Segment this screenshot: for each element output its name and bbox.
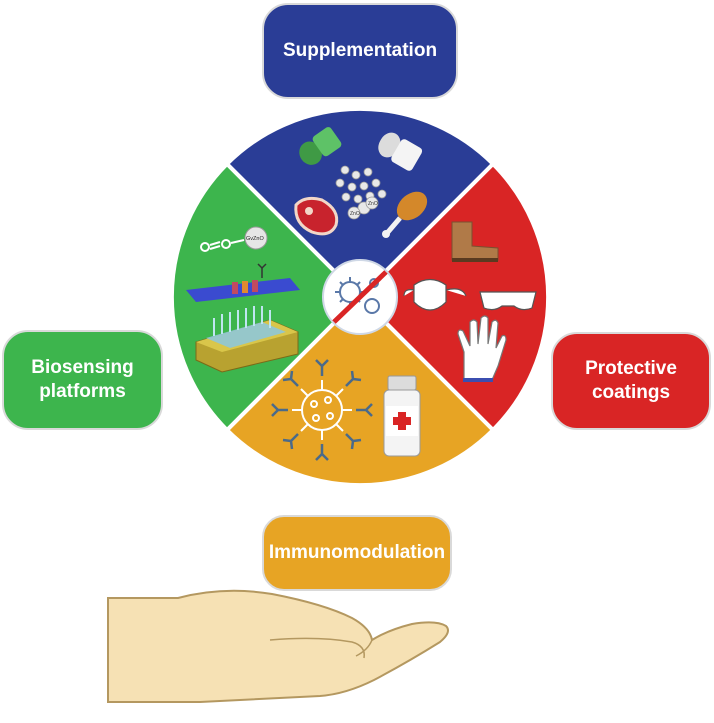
immunomodulation-label-box: Immunomodulation: [262, 515, 452, 591]
immunomodulation-label: Immunomodulation: [268, 542, 446, 564]
chicken-leg-icon: [382, 191, 428, 238]
protective-coatings-label: Protective coatings: [585, 358, 677, 403]
pill-label-b: ZnO: [368, 201, 378, 207]
quadrant-protective: [357, 161, 551, 433]
pill-label-a: ZnO: [350, 211, 360, 217]
virus-antibody-icon: [271, 359, 373, 461]
glove-icon: [457, 315, 507, 382]
quadrant-supplementation: [224, 106, 496, 300]
molecule-label: GvZnO: [246, 236, 264, 242]
biosensing-platforms-label-box: Biosensing platforms: [2, 330, 163, 430]
meat-icon: [294, 196, 339, 236]
protective-coatings-label-box: Protective coatings: [551, 332, 711, 430]
biosensing-platforms-label: Biosensing platforms: [31, 357, 134, 402]
supplementation-label: Supplementation: [282, 40, 438, 62]
face-mask-icon: [403, 278, 467, 311]
molecule-icon: [200, 226, 268, 252]
supplementation-label-box: Supplementation: [262, 3, 458, 99]
pill-dots-icon: [335, 165, 387, 220]
open-hand-icon: [107, 589, 449, 703]
sensor-chip-icon: [195, 306, 299, 373]
goggles-icon: [479, 291, 537, 311]
virus-prohibited-icon: [322, 259, 398, 335]
capsule-icon: [299, 127, 423, 171]
medicine-bottle-icon: [383, 375, 421, 457]
boot-icon: [451, 221, 499, 262]
sensor-strip-icon: [186, 263, 300, 302]
